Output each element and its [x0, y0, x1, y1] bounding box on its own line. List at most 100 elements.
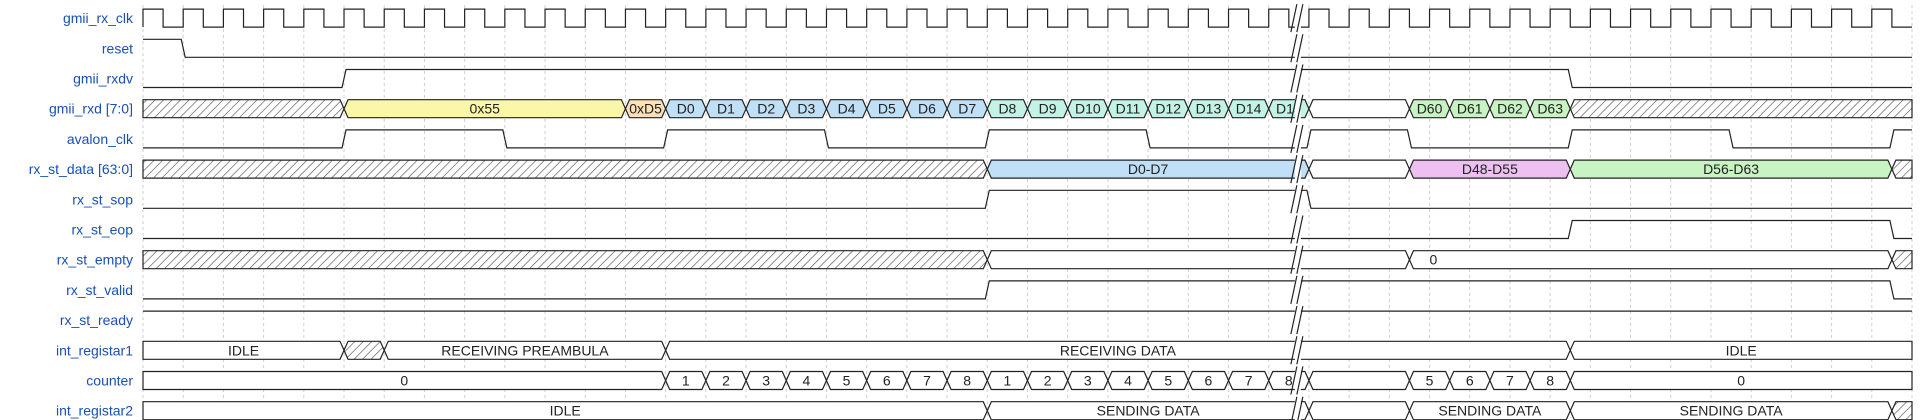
bus-value-label: SENDING DATA — [1680, 403, 1784, 419]
signal-rx-st-valid-wave — [143, 280, 1912, 300]
signal-avalon-clk-wave — [143, 129, 1912, 149]
bus-value-label: 3 — [762, 373, 770, 389]
break-slash — [1296, 275, 1304, 305]
bus-value-label: D12 — [1155, 101, 1181, 117]
break-slash — [1290, 215, 1298, 244]
break-slash — [1296, 64, 1304, 93]
bus-value-label: 4 — [802, 373, 810, 389]
bus-undefined-segment — [142, 250, 988, 270]
break-slash — [1290, 154, 1298, 184]
bus-value-label: D4 — [838, 101, 856, 117]
bus-value-segment — [1308, 370, 1411, 391]
bus-value-label: D7 — [958, 101, 976, 117]
break-slash — [1290, 34, 1298, 63]
break-slash — [1296, 336, 1304, 365]
bus-undefined-segment — [1891, 159, 1913, 179]
bus-value-label: 6 — [1205, 373, 1213, 389]
bus-value-segment — [986, 250, 1411, 270]
bus-value-label: D61 — [1457, 101, 1483, 117]
signal-rx-st-ready-label: rx_st_ready — [60, 312, 133, 328]
break-slash — [1296, 94, 1304, 123]
bus-value-label: D63 — [1537, 101, 1563, 117]
bus-value-label: 0 — [1429, 252, 1437, 268]
bus-value-label: D0-D7 — [1128, 161, 1169, 177]
signal-int-registar1-wave: IDLE RECEIVING PREAMBULA RECEIVING DATA IDL… — [142, 340, 1913, 360]
bit-waveform — [143, 219, 1912, 240]
signal-rx-st-eop-label: rx_st_eop — [72, 222, 134, 238]
break-slash — [1291, 396, 1298, 420]
bit-waveform — [143, 280, 1912, 300]
bus-value-label: D10 — [1075, 101, 1101, 117]
bus-value-label: D11 — [1116, 101, 1141, 117]
bus-value-label: 1 — [682, 373, 690, 389]
break-slash — [1296, 34, 1304, 63]
signal-rx-st-eop-wave — [143, 219, 1912, 240]
bit-waveform — [143, 68, 1912, 89]
bus-value-label: 8 — [1546, 373, 1554, 389]
bus-value-label: RECEIVING PREAMBULA — [441, 342, 609, 358]
signal-rx-st-data-63-0-wave: D0-D7 D48-D55 D56-D63 — [142, 159, 1913, 179]
bus-value-label: RECEIVING DATA — [1060, 342, 1177, 358]
break-slash — [1290, 245, 1298, 274]
bus-value-label: D48-D55 — [1462, 161, 1518, 177]
signal-gmii-rx-clk-wave — [142, 8, 1912, 28]
clock-waveform — [142, 8, 1912, 28]
bus-value-label: D3 — [797, 101, 815, 117]
bus-value-label: IDLE — [228, 342, 259, 358]
bus-value-label: IDLE — [550, 403, 581, 419]
break-slash — [1290, 185, 1298, 214]
bus-undefined-segment — [343, 340, 385, 360]
break-slash — [1296, 124, 1304, 154]
bus-value-label: 2 — [722, 373, 730, 389]
bus-value-label: D2 — [757, 101, 775, 117]
bus-value-label: D13 — [1196, 101, 1222, 117]
signal-gmii-rxdv-wave — [143, 68, 1912, 89]
signal-gmii-rxdv-label: gmii_rxdv — [73, 71, 133, 87]
bus-value-label: D0 — [677, 101, 695, 117]
break-slash — [1290, 275, 1298, 305]
signal-rx-st-valid-label: rx_st_valid — [66, 282, 133, 298]
bus-value-label: D56-D63 — [1703, 161, 1759, 177]
bus-value-label: 7 — [1506, 373, 1514, 389]
bus-value-label: 0 — [1737, 373, 1745, 389]
bus-undefined-segment — [1569, 99, 1913, 119]
bus-value-segment — [1308, 159, 1411, 179]
break-slash — [1296, 185, 1304, 214]
bus-value-label: 6 — [1466, 373, 1474, 389]
bus-value-label: IDLE — [1726, 342, 1757, 358]
break-slash — [1290, 3, 1298, 33]
bus-value-label: 0 — [400, 373, 408, 389]
time-break-marker — [1290, 3, 1304, 420]
signal-reset-wave — [143, 38, 1912, 58]
signal-rx-st-empty-label: rx_st_empty — [57, 252, 133, 268]
bus-undefined-segment — [142, 159, 988, 179]
bit-waveform — [143, 189, 1912, 209]
break-slash — [1297, 396, 1304, 420]
bus-value-label: 6 — [883, 373, 891, 389]
bus-value-label: 7 — [1245, 373, 1253, 389]
bus-value-label: 5 — [843, 373, 851, 389]
signal-gmii-rxd-7-0-label: gmii_rxd [7:0] — [49, 101, 133, 117]
break-slash — [1290, 64, 1298, 93]
bit-waveform — [143, 38, 1912, 58]
bus-value-label: 1 — [1003, 373, 1011, 389]
signal-rx-st-data-63-0-label: rx_st_data [63:0] — [29, 161, 133, 177]
break-slash — [1296, 245, 1304, 274]
bus-value-label: D1 — [717, 101, 735, 117]
break-slash — [1296, 366, 1304, 395]
signal-rx-st-sop-label: rx_st_sop — [72, 191, 133, 207]
bus-value-segment — [1308, 401, 1411, 420]
bus-value-label: 2 — [1044, 373, 1052, 389]
bus-value-label: D5 — [878, 101, 896, 117]
bus-value-label: SENDING DATA — [1097, 403, 1201, 419]
signal-int-registar1-label: int_registar1 — [56, 342, 133, 358]
bus-value-label: D14 — [1236, 101, 1262, 117]
bus-value-label: 0xD5 — [629, 101, 662, 117]
bus-undefined-segment — [1891, 401, 1913, 420]
bus-value-label: 7 — [923, 373, 931, 389]
